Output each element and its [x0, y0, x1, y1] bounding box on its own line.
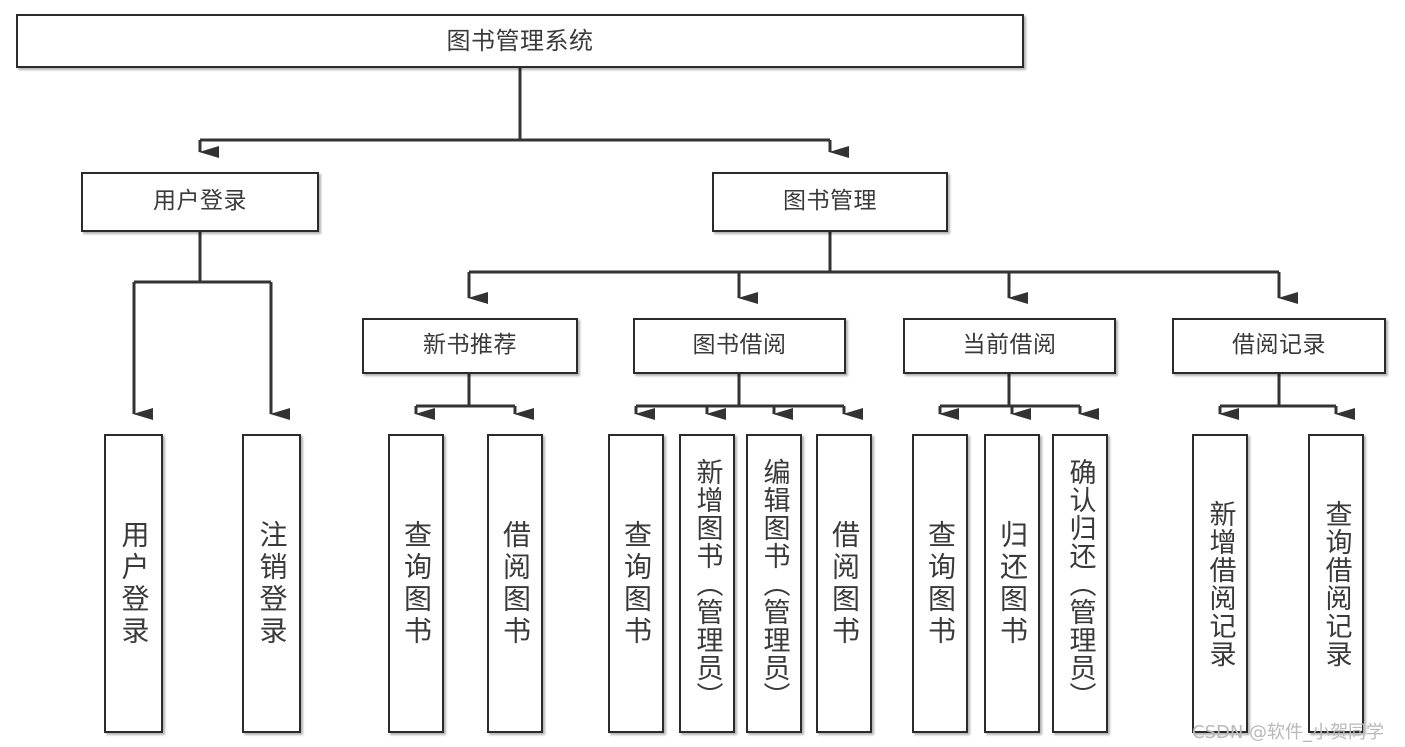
node-current-borrow-label: 当前借阅: [962, 332, 1057, 359]
node-current-borrow[interactable]: 当前借阅: [903, 318, 1116, 374]
node-leaf-confirm-return-label: 确认归还（管理员）: [1064, 457, 1096, 710]
node-leaf-borrow-book-1-label: 借阅图书: [499, 519, 532, 648]
node-leaf-confirm-return[interactable]: 确认归还（管理员）: [1052, 434, 1108, 733]
node-root[interactable]: 图书管理系统: [16, 14, 1024, 68]
node-root-label: 图书管理系统: [446, 26, 594, 55]
node-leaf-user-login[interactable]: 用户登录: [104, 434, 163, 733]
node-leaf-query-book-2-label: 查询图书: [620, 519, 653, 648]
node-leaf-add-book-label: 新增图书（管理员）: [691, 457, 723, 710]
node-new-book-rec-label: 新书推荐: [423, 332, 517, 359]
node-user-login[interactable]: 用户登录: [81, 172, 319, 232]
csdn-watermark: CSDN @软件_小贺同学: [1192, 722, 1385, 743]
node-leaf-user-logout[interactable]: 注销登录: [242, 434, 301, 733]
node-leaf-user-logout-label: 注销登录: [255, 519, 289, 648]
node-leaf-query-book-1[interactable]: 查询图书: [388, 434, 444, 733]
node-book-borrow[interactable]: 图书借阅: [633, 318, 846, 374]
node-leaf-query-book-3-label: 查询图书: [924, 519, 957, 648]
node-leaf-query-book-2[interactable]: 查询图书: [608, 434, 664, 733]
node-leaf-query-record[interactable]: 查询借阅记录: [1308, 434, 1364, 733]
node-leaf-query-book-3[interactable]: 查询图书: [912, 434, 968, 733]
node-borrow-record[interactable]: 借阅记录: [1172, 318, 1386, 374]
node-borrow-record-label: 借阅记录: [1232, 332, 1326, 359]
node-book-manage[interactable]: 图书管理: [712, 172, 948, 232]
node-leaf-add-record-label: 新增借阅记录: [1204, 499, 1236, 668]
node-leaf-return-book[interactable]: 归还图书: [984, 434, 1040, 733]
node-leaf-return-book-label: 归还图书: [996, 519, 1029, 648]
node-leaf-add-book[interactable]: 新增图书（管理员）: [679, 434, 735, 733]
node-leaf-borrow-book-2-label: 借阅图书: [828, 519, 861, 648]
node-leaf-user-login-label: 用户登录: [117, 519, 151, 648]
node-user-login-label: 用户登录: [153, 188, 247, 215]
node-leaf-borrow-book-2[interactable]: 借阅图书: [816, 434, 872, 733]
node-book-manage-label: 图书管理: [783, 188, 877, 215]
node-leaf-add-record[interactable]: 新增借阅记录: [1192, 434, 1248, 733]
node-leaf-query-book-1-label: 查询图书: [400, 519, 433, 648]
node-leaf-query-record-label: 查询借阅记录: [1320, 499, 1352, 668]
node-leaf-borrow-book-1[interactable]: 借阅图书: [487, 434, 543, 733]
node-leaf-edit-book-label: 编辑图书（管理员）: [758, 457, 790, 710]
node-new-book-rec[interactable]: 新书推荐: [362, 318, 578, 374]
node-book-borrow-label: 图书借阅: [692, 332, 787, 359]
node-leaf-edit-book[interactable]: 编辑图书（管理员）: [746, 434, 802, 733]
